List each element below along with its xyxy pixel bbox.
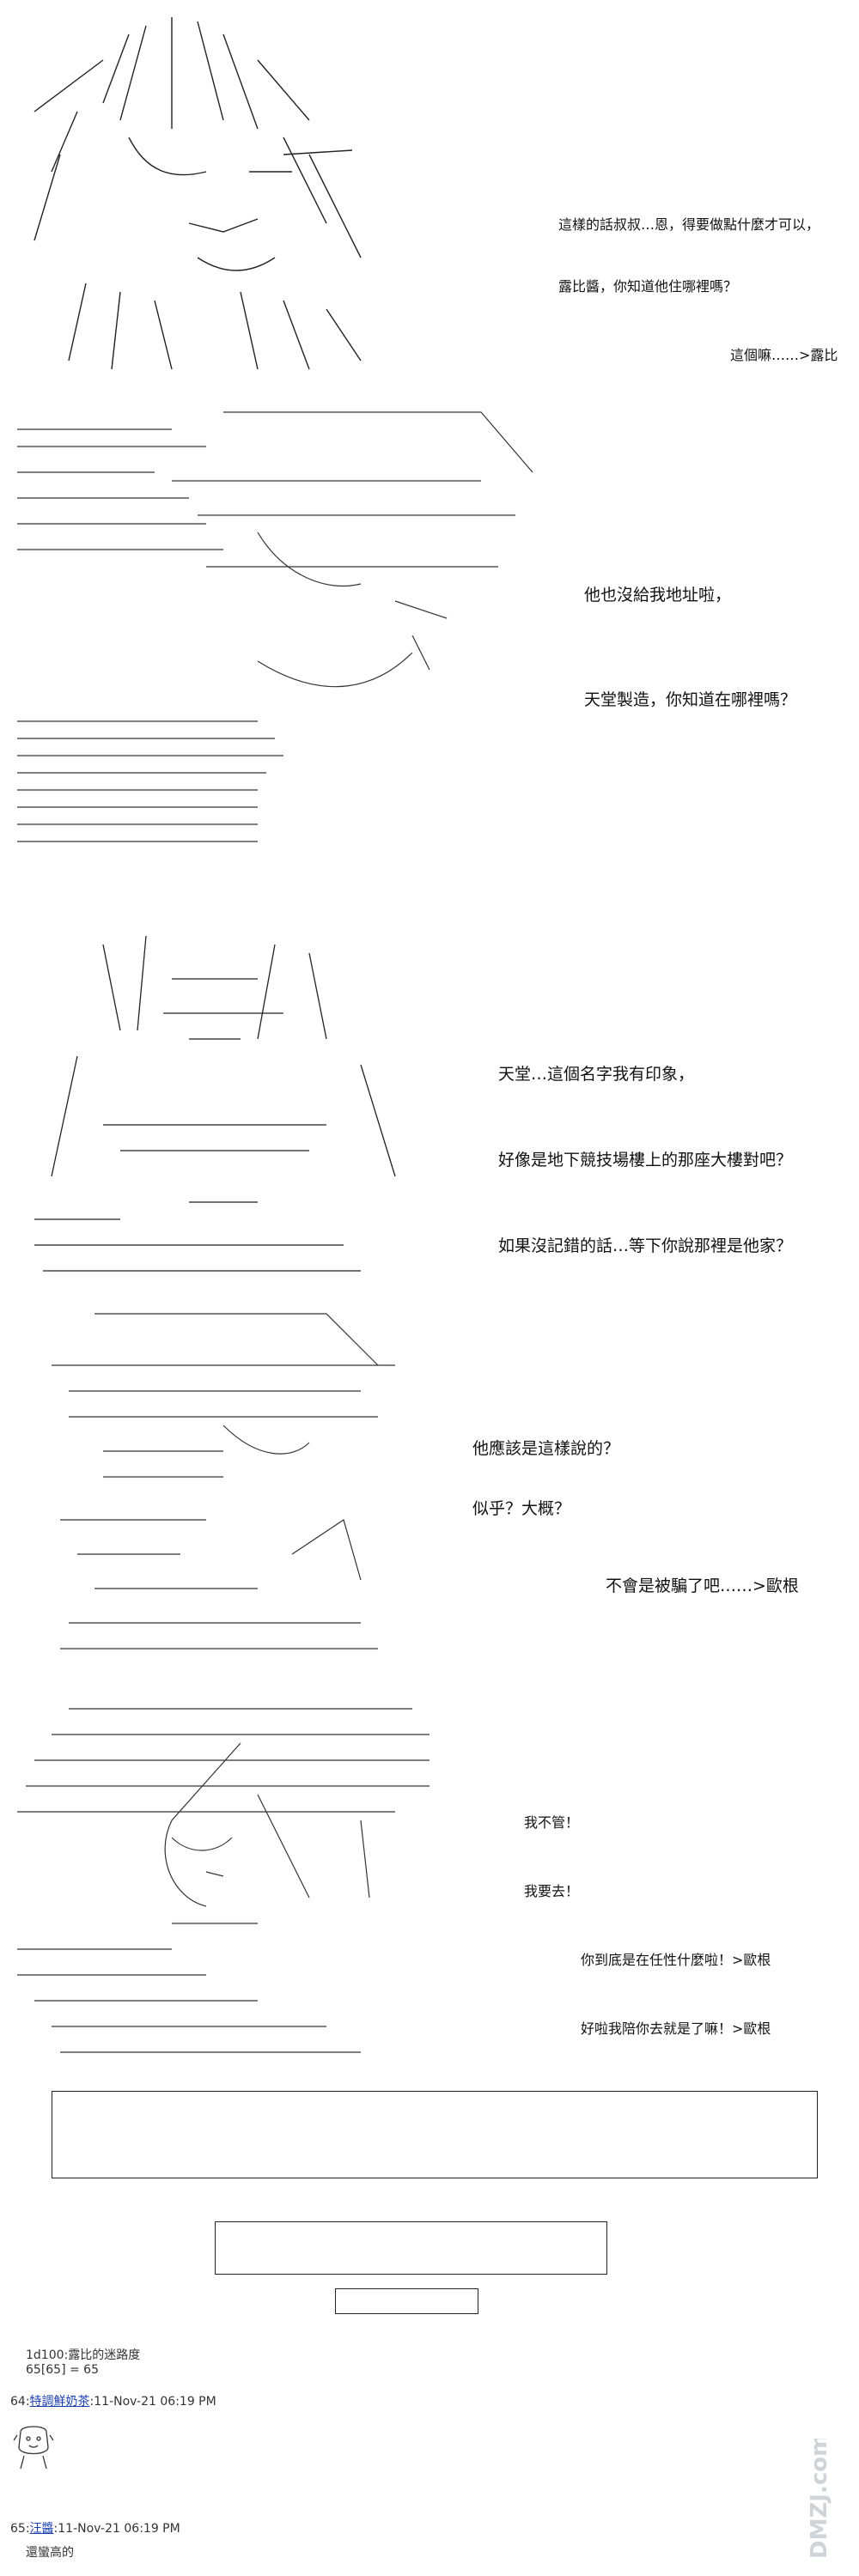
ascii-art-character-5 xyxy=(0,1692,481,2087)
post-64-header: 64:特調鮮奶茶:11-Nov-21 06:19 PM xyxy=(10,2392,216,2409)
post-65-author-link[interactable]: 汪醬 xyxy=(29,2522,54,2536)
ascii-art-character-2 xyxy=(0,378,550,893)
panel-5-line-2: 我要去！ xyxy=(524,1883,580,1899)
empty-frame-large xyxy=(52,2091,818,2178)
panel-4: 他應該是這樣說的？ 似乎？大概？ 不會是被騙了吧……>歐根 xyxy=(0,1297,859,1692)
dice-roll-line-1: 1d100:露比的迷路度 xyxy=(26,2348,141,2362)
post-64-author-link[interactable]: 特調鮮奶茶 xyxy=(29,2395,90,2409)
post-65-header: 65:汪醬:11-Nov-21 06:19 PM xyxy=(10,2519,180,2537)
dice-roll-line-2: 65[65] = 65 xyxy=(26,2363,99,2377)
panel-4-line-2: 似乎？大概？ xyxy=(472,1499,571,1518)
ascii-art-character-3 xyxy=(0,893,447,1297)
panel-1-line-2: 露比醬，你知道他住哪裡嗎？ xyxy=(558,278,738,295)
panel-3-line-2: 好像是地下競技場樓上的那座大樓對吧？ xyxy=(498,1151,793,1170)
panel-3-line-1: 天堂…這個名字我有印象， xyxy=(498,1065,695,1084)
panel-1-line-3: 這個嘛……>露比 xyxy=(730,347,838,363)
panel-1-line-1: 這樣的話叔叔…恩，得要做點什麼才可以， xyxy=(558,216,820,233)
empty-frame-small xyxy=(335,2288,478,2314)
panel-3: 天堂…這個名字我有印象， 好像是地下競技場樓上的那座大樓對吧？ 如果沒記錯的話…… xyxy=(0,893,859,1297)
post-65-text: 還蠻高的 xyxy=(26,2546,74,2560)
post-65-number: 65: xyxy=(10,2522,30,2536)
post-64-timestamp: :11-Nov-21 06:19 PM xyxy=(89,2395,216,2409)
panel-5-line-3: 你到底是在任性什麼啦！>歐根 xyxy=(581,1952,771,1968)
panel-4-line-1: 他應該是這樣說的？ xyxy=(472,1439,620,1458)
emoticon-face-image xyxy=(12,2421,55,2473)
site-watermark-logo: DMZJ.com xyxy=(801,2433,852,2567)
panel-4-line-3: 不會是被騙了吧……>歐根 xyxy=(606,1577,799,1595)
post-64-number: 64: xyxy=(10,2395,30,2409)
watermark-text: DMZJ.com xyxy=(807,2439,832,2559)
panel-5: 我不管！ 我要去！ 你到底是在任性什麼啦！>歐根 好啦我陪你去就是了嘛！>歐根 xyxy=(0,1692,859,2087)
ascii-art-character-1 xyxy=(0,0,481,378)
panel-2-line-2: 天堂製造，你知道在哪裡嗎？ xyxy=(584,690,797,709)
panel-2-line-1: 他也沒給我地址啦， xyxy=(584,586,732,605)
panel-2: 他也沒給我地址啦， 天堂製造，你知道在哪裡嗎？ xyxy=(0,378,859,893)
panel-5-line-1: 我不管！ xyxy=(524,1814,580,1831)
post-65-timestamp: :11-Nov-21 06:19 PM xyxy=(53,2522,180,2536)
panel-5-line-4: 好啦我陪你去就是了嘛！>歐根 xyxy=(581,2020,771,2037)
panel-1: 這樣的話叔叔…恩，得要做點什麼才可以， 露比醬，你知道他住哪裡嗎？ 這個嘛……>… xyxy=(0,0,859,378)
ascii-art-character-4 xyxy=(0,1297,464,1692)
panel-3-line-3: 如果沒記錯的話…等下你說那裡是他家？ xyxy=(498,1236,793,1255)
empty-frame-medium xyxy=(215,2221,607,2275)
